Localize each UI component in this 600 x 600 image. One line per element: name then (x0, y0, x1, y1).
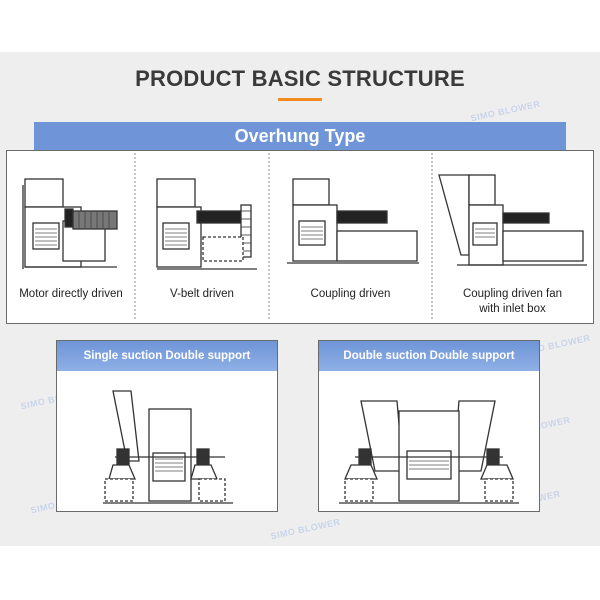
overhung-diagrams (22, 153, 587, 321)
v-belt-drive-diagram (156, 178, 257, 270)
item-label: V-belt driven (170, 288, 234, 300)
item-label: Coupling driven (310, 288, 391, 300)
page-title: PRODUCT BASIC STRUCTURE (135, 66, 465, 91)
motor-direct-drive-diagram (22, 178, 118, 269)
item-label-motor-direct: Motor directly driven (7, 287, 135, 302)
title-underline (278, 98, 322, 101)
item-label-coupling: Coupling driven (269, 287, 432, 302)
single-suction-title: Single suction Double support (57, 341, 277, 371)
item-label-line: Coupling driven fan (462, 288, 563, 300)
single-suction-box: Single suction Double support (56, 340, 278, 512)
bottom-band (0, 546, 600, 600)
item-label-v-belt: V-belt driven (135, 287, 269, 302)
double-suction-title: Double suction Double support (319, 341, 539, 371)
single-suction-diagram (103, 390, 233, 504)
top-band (0, 0, 600, 52)
double-suction-box: Double suction Double support (318, 340, 540, 512)
overhung-banner: Overhung Type (34, 122, 566, 150)
overhung-panel: Motor directly driven V-belt driven Coup… (6, 150, 594, 324)
coupling-inlet-box-diagram (438, 174, 587, 266)
item-label-line: with inlet box (479, 303, 546, 315)
item-label-coupling-inlet-box: Coupling driven fan with inlet box (432, 287, 593, 317)
coupling-drive-diagram (287, 178, 419, 264)
item-label: Motor directly driven (19, 288, 123, 300)
double-suction-diagram (339, 400, 519, 504)
